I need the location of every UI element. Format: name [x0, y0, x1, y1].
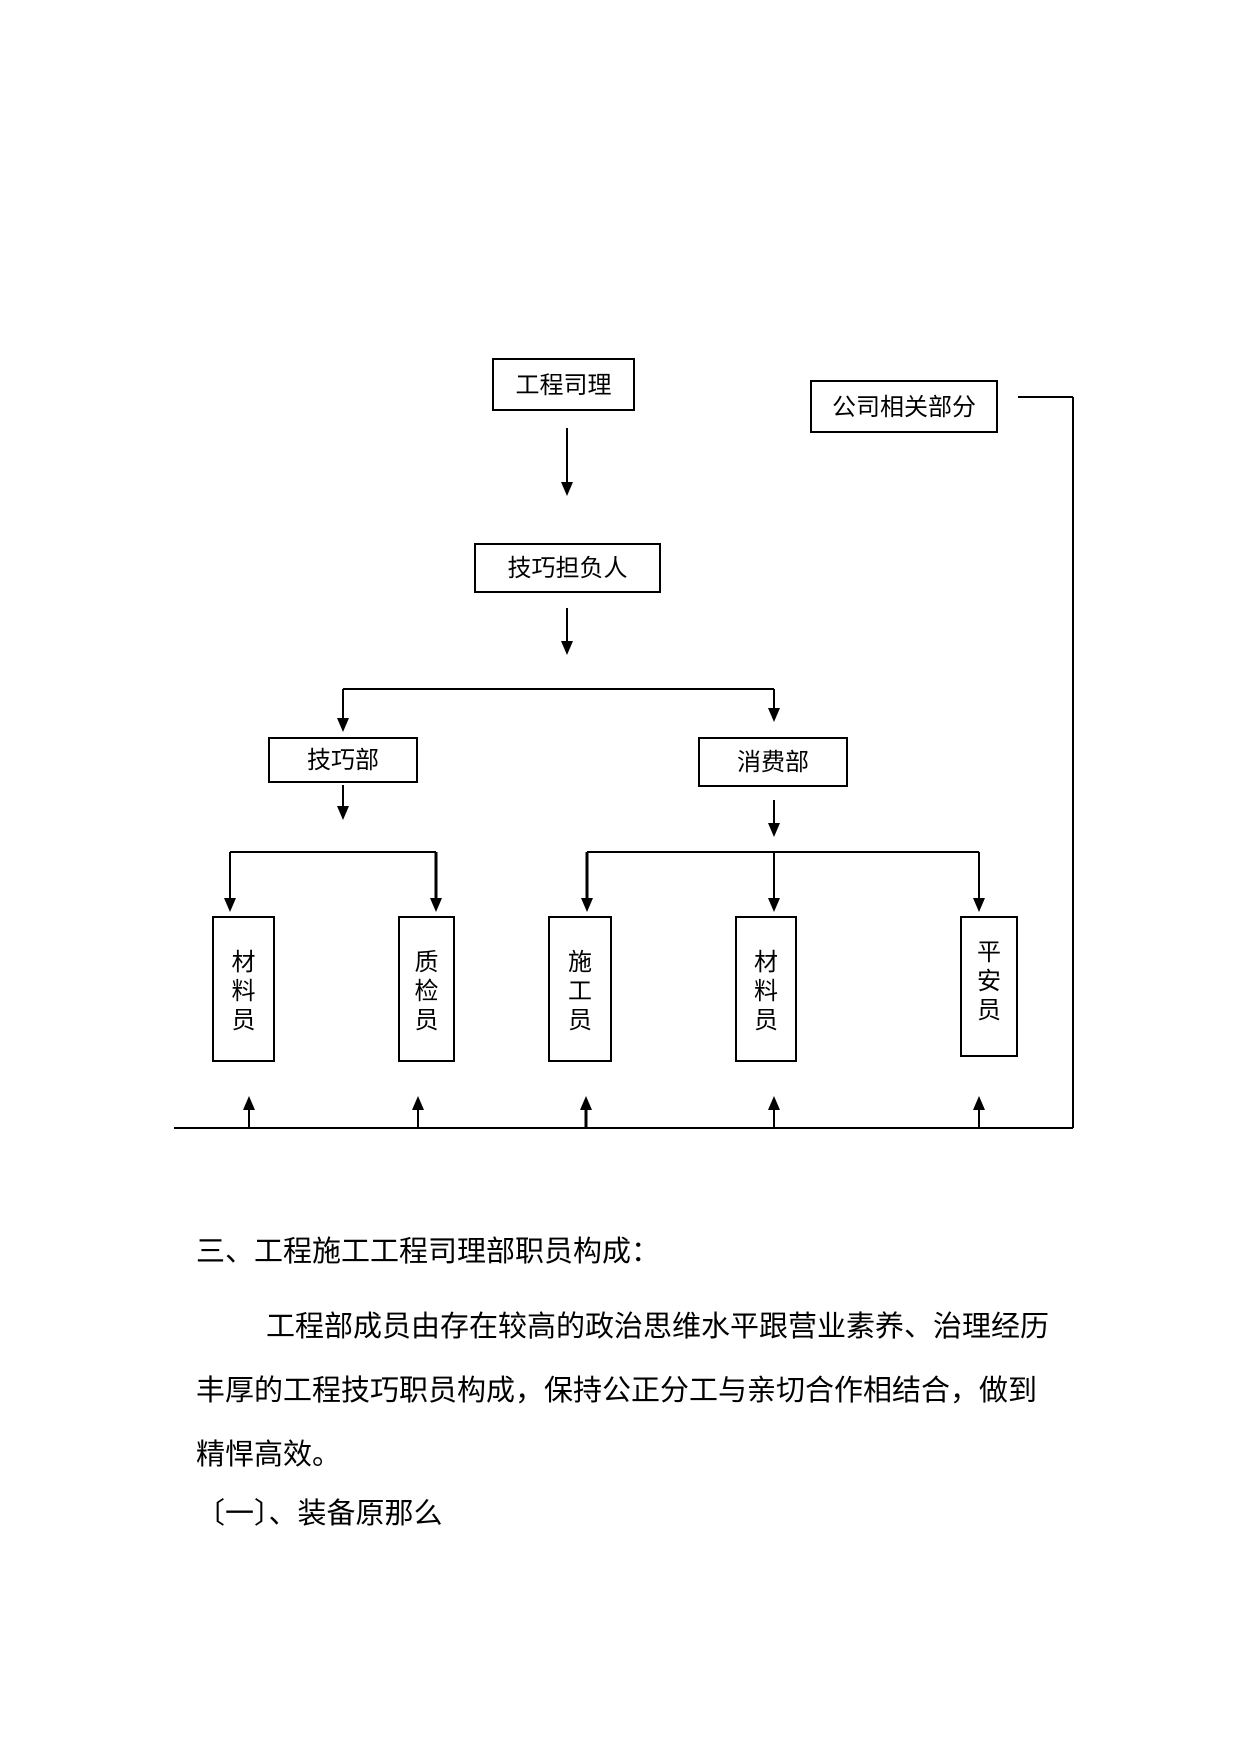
- node-company-departments-label: 公司相关部分: [832, 392, 976, 421]
- node-material-officer-2-char: 材: [754, 948, 778, 976]
- node-material-officer-1: 材 料 员: [212, 916, 275, 1062]
- node-technical-dept: 技巧部: [268, 737, 418, 783]
- arrows-up-to-staff: [243, 1096, 985, 1128]
- node-material-officer-1-char: 材: [231, 948, 256, 976]
- arrow-production-dept-down: [768, 800, 780, 837]
- node-safety-officer-char: 安: [977, 967, 1001, 995]
- branch-lead-departments: [337, 688, 780, 732]
- branch-tech-dept-staff: [224, 851, 442, 912]
- node-quality-inspector-char: 员: [414, 1006, 439, 1034]
- arrow-lead-to-branch: [561, 608, 573, 655]
- node-production-dept-label: 消费部: [737, 748, 809, 776]
- node-production-dept: 消费部: [698, 737, 848, 787]
- node-construction-officer: 施 工 员: [548, 916, 612, 1062]
- node-company-departments: 公司相关部分: [810, 380, 998, 433]
- node-construction-officer-char: 工: [568, 977, 592, 1005]
- section-heading: 三、工程施工工程司理部职员构成：: [196, 1234, 661, 1268]
- node-quality-inspector: 质 检 员: [398, 916, 455, 1062]
- node-technical-lead-label: 技巧担负人: [507, 554, 628, 582]
- node-safety-officer-char: 员: [977, 996, 1001, 1024]
- node-quality-inspector-char: 检: [414, 977, 439, 1005]
- node-material-officer-2-char: 料: [754, 977, 778, 1005]
- node-material-officer-1-char: 员: [231, 1006, 256, 1034]
- subsection-heading: 〔一〕、装备原那么: [196, 1496, 443, 1530]
- section-paragraph: 工程部成员由存在较高的政治思维水平跟营业素养、治理经历丰厚的工程技巧职员构成，保…: [196, 1309, 1050, 1471]
- node-material-officer-2: 材 料 员: [735, 916, 797, 1062]
- company-feedback-line: [174, 396, 1074, 1129]
- node-technical-lead: 技巧担负人: [474, 543, 661, 593]
- node-material-officer-2-char: 员: [754, 1006, 778, 1034]
- node-material-officer-1-char: 料: [231, 977, 256, 1005]
- node-project-manager: 工程司理: [492, 358, 635, 411]
- node-construction-officer-char: 员: [568, 1006, 592, 1034]
- node-technical-dept-label: 技巧部: [307, 746, 379, 774]
- arrow-pm-to-lead: [561, 428, 573, 496]
- arrow-tech-dept-down: [337, 785, 349, 820]
- node-safety-officer-char: 平: [977, 938, 1001, 966]
- node-project-manager-label: 工程司理: [515, 370, 612, 399]
- node-construction-officer-char: 施: [568, 948, 592, 976]
- branch-production-dept-staff: [581, 851, 985, 912]
- node-quality-inspector-char: 质: [414, 948, 439, 976]
- node-safety-officer: 平 安 员: [960, 916, 1018, 1057]
